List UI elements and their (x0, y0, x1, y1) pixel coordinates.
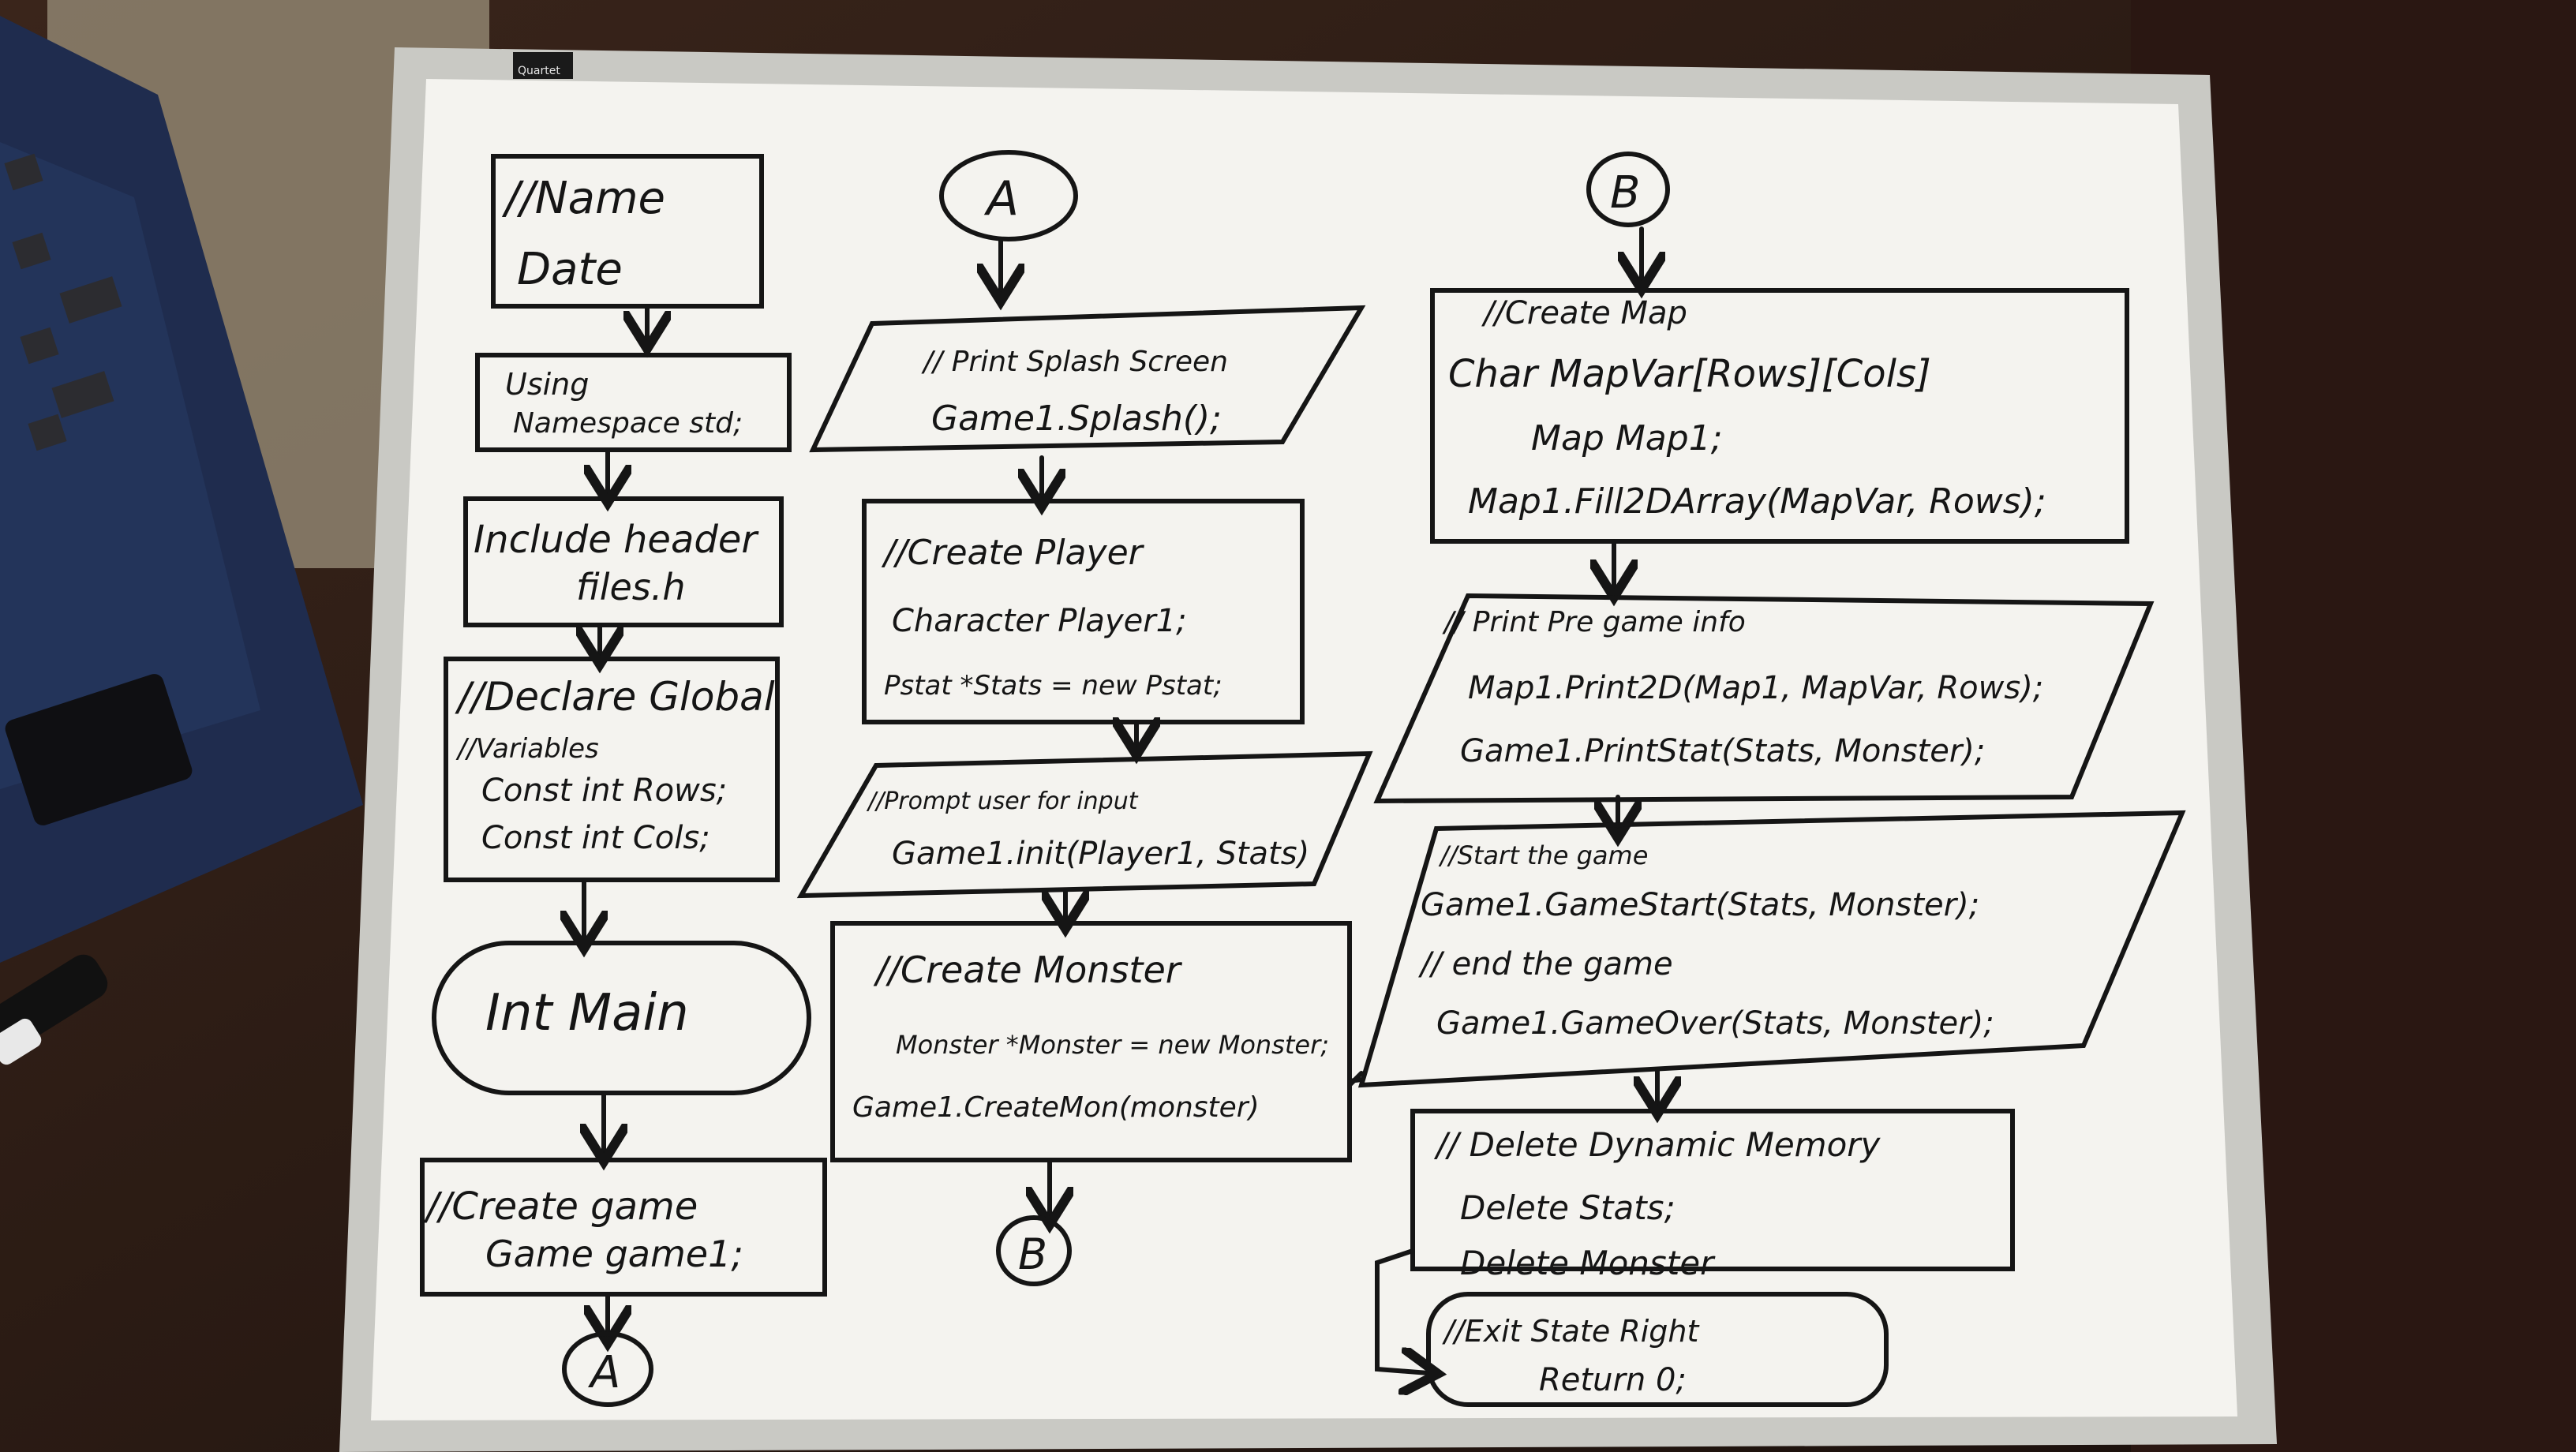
globals-line-3: Const int Rows; (481, 773, 727, 809)
delete-line-1: // Delete Dynamic Memory (1433, 1125, 1881, 1164)
connector-a-top (939, 150, 1078, 241)
player-line-1: //Create Player (881, 533, 1145, 573)
marker-pen (0, 954, 108, 1065)
quartet-logo-badge (513, 52, 573, 79)
connector-b-bottom-label: B (1018, 1229, 1047, 1279)
create-game-line-2: Game game1; (485, 1233, 743, 1275)
create-game-line-1: //Create game (423, 1184, 698, 1229)
splash-line-1: // Print Splash Screen (921, 346, 1228, 378)
connector-a-label: A (588, 1347, 620, 1398)
globals-line-4: Const int Cols; (481, 820, 710, 856)
globals-line-2: //Variables (455, 733, 599, 765)
connector-a-top-label: A (983, 171, 1019, 226)
using-line-1: Using (505, 367, 589, 402)
col3-texts: B //Create Map Char MapVar[Rows][Cols] M… (1418, 167, 2046, 1398)
pregame-io (1373, 593, 2155, 804)
map-line-1: //Create Map (1481, 295, 1687, 331)
create-game-box (420, 1158, 827, 1297)
col1-texts: //Name Date Using Namespace std; Include… (423, 173, 775, 1398)
delete-line-2: Delete Stats; (1460, 1188, 1676, 1227)
delete-line-3: Delete Monster (1460, 1244, 1716, 1282)
quartet-logo-text: Quartet (518, 65, 560, 77)
include-line-2: files.h (576, 566, 686, 608)
player-line-3: Pstat *Stats = new Pstat; (884, 670, 1222, 702)
connector-b-top-label: B (1610, 167, 1640, 219)
laptop (0, 16, 363, 963)
monster-line-1: //Create Monster (873, 949, 1183, 991)
monster-line-3: Game1.CreateMon(monster) (852, 1091, 1260, 1124)
exit-line-1: //Exit State Right (1442, 1314, 1700, 1349)
header-box (491, 154, 764, 309)
using-line-2: Namespace std; (513, 407, 743, 440)
flow-column-1 (420, 154, 827, 1407)
play-line-2: Game1.GameStart(Stats, Monster); (1421, 887, 1979, 923)
map-line-4: Map1.Fill2DArray(MapVar, Rows); (1468, 481, 2046, 522)
splash-io (809, 305, 1366, 453)
flow-column-2 (796, 150, 1373, 1286)
connector-b-top (1586, 152, 1670, 227)
prompt-io (796, 750, 1373, 899)
delete-box (1410, 1109, 2015, 1271)
main-label: Int Main (485, 984, 689, 1042)
monster-line-2: Monster *Monster = new Monster; (896, 1030, 1329, 1060)
connector-b-bottom (996, 1215, 1072, 1286)
play-line-3: // end the game (1418, 946, 1673, 982)
exit-line-2: Return 0; (1539, 1362, 1687, 1398)
play-line-4: Game1.GameOver(Stats, Monster); (1436, 1005, 1994, 1042)
map-line-2: Char MapVar[Rows][Cols] (1448, 352, 1931, 396)
delete-to-exit-arrow (1375, 1248, 1428, 1373)
connector-a-bottom (562, 1331, 653, 1407)
prompt-line-1: //Prompt user for input (866, 788, 1139, 815)
map-box (1430, 288, 2129, 544)
pregame-line-1: // Print Pre game info (1442, 606, 1746, 638)
include-line-1: Include header (474, 518, 759, 562)
splash-line-2: Game1.Splash(); (931, 399, 1222, 439)
globals-box (444, 657, 780, 882)
monster-to-play-arrow (1349, 1077, 1362, 1083)
play-line-1: //Start the game (1438, 840, 1648, 870)
whiteboard-surface (371, 79, 2237, 1420)
header-line-2: Date (517, 244, 623, 295)
globals-line-1: //Declare Global (455, 674, 775, 720)
player-line-2: Character Player1; (892, 603, 1187, 639)
using-box (475, 353, 792, 452)
prompt-line-2: Game1.init(Player1, Stats) (892, 836, 1309, 872)
header-line-1: //Name (501, 173, 665, 224)
col2-texts: A // Print Splash Screen Game1.Splash();… (852, 171, 1329, 1279)
include-box (463, 496, 784, 627)
map-line-3: Map Map1; (1531, 418, 1723, 458)
pregame-line-3: Game1.PrintStat(Stats, Monster); (1460, 733, 1985, 769)
monster-box (830, 921, 1352, 1162)
play-io (1357, 810, 2186, 1088)
main-terminator (432, 941, 811, 1095)
pregame-line-2: Map1.Print2D(Map1, MapVar, Rows); (1468, 670, 2043, 706)
player-box (862, 499, 1305, 724)
